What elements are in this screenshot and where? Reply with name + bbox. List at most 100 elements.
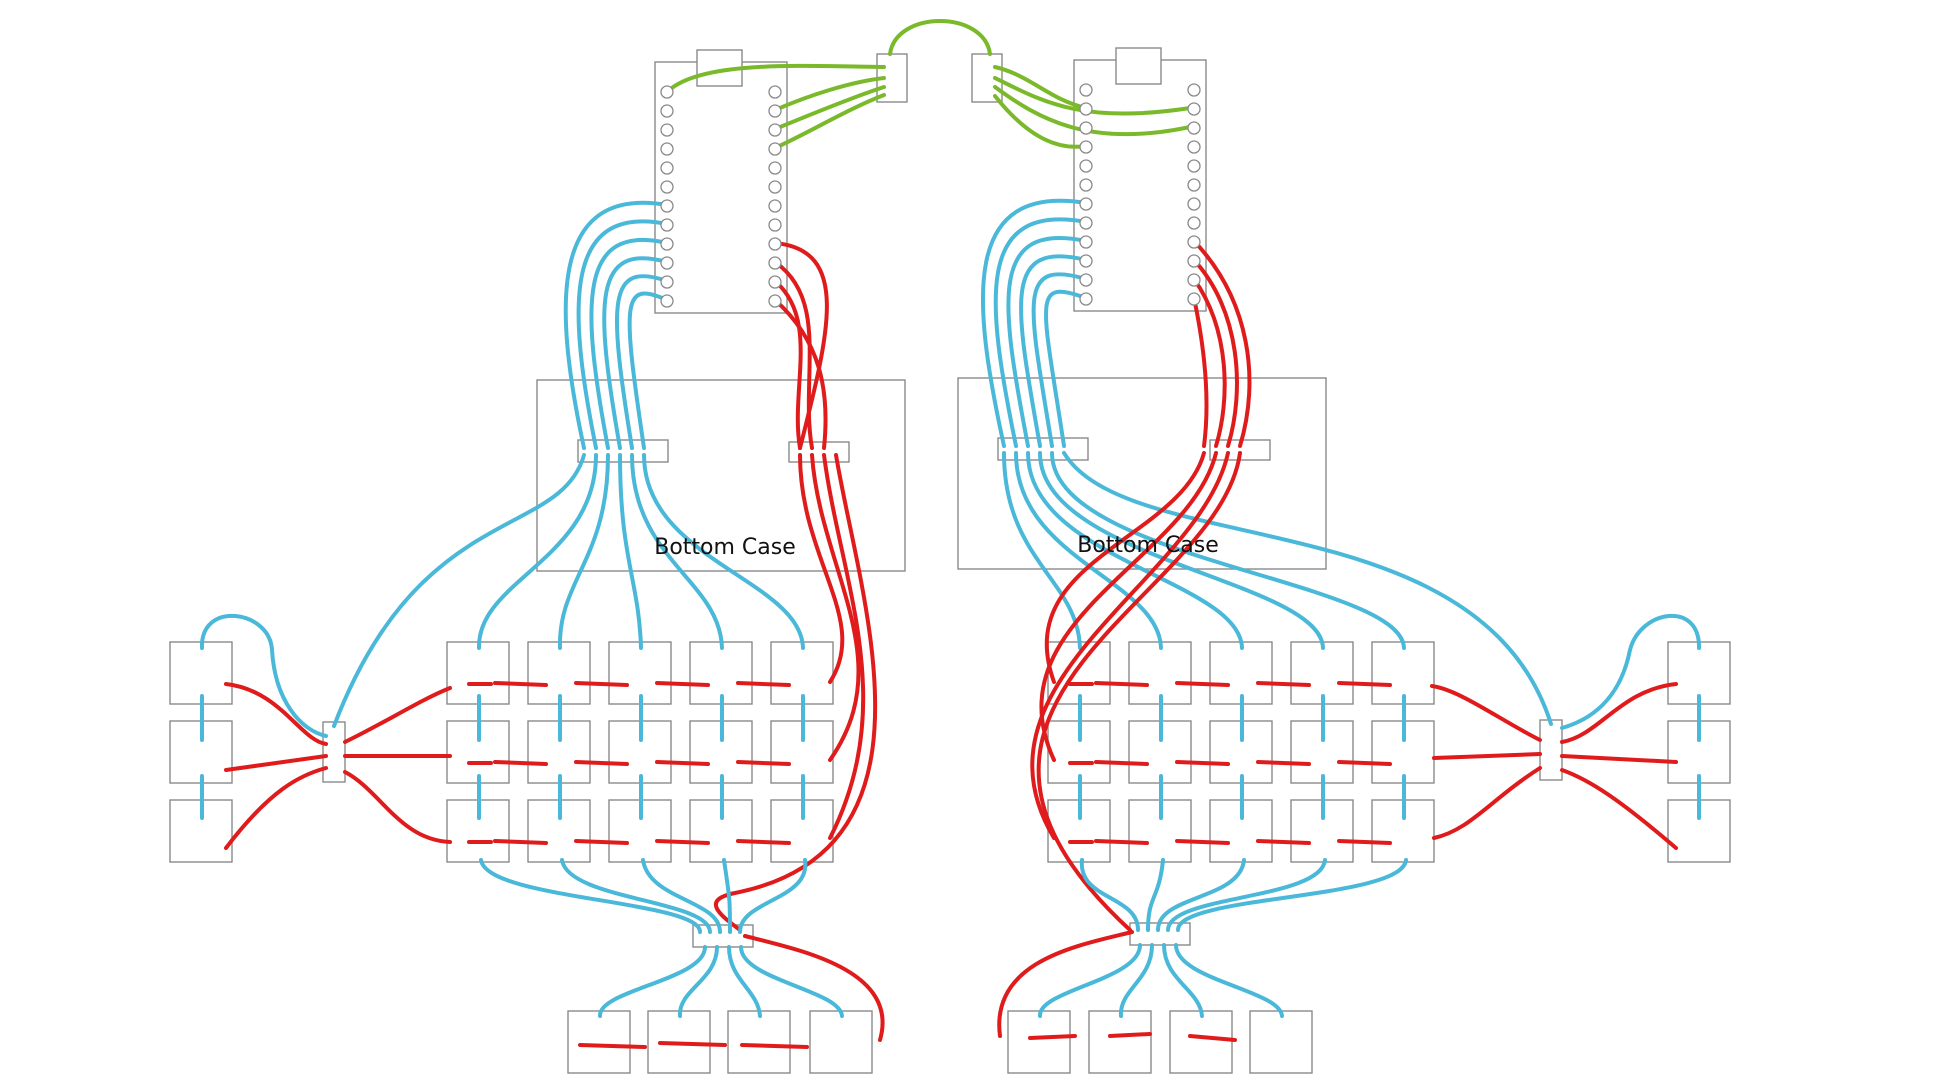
right-row-to-thumb bbox=[1036, 451, 1242, 932]
right-col-wire-5 bbox=[1044, 289, 1088, 448]
right-col-to-key-4 bbox=[1050, 451, 1406, 650]
left-pin-b2 bbox=[768, 123, 782, 137]
left-key-r0-c3 bbox=[689, 641, 753, 705]
left-pin-b4 bbox=[768, 161, 782, 175]
left-pin-a10 bbox=[660, 275, 674, 289]
right-pin-a5 bbox=[1079, 178, 1093, 192]
left-pin-b7 bbox=[768, 218, 782, 232]
left-pin-a2 bbox=[660, 123, 674, 137]
link-cable bbox=[888, 19, 992, 56]
left-col-wire-0 bbox=[563, 200, 669, 450]
right-row-2-seg-0 bbox=[1094, 839, 1149, 845]
right-outer-col-top bbox=[1560, 613, 1702, 730]
left-outer-col-top bbox=[199, 613, 328, 738]
left-thumb-row-feed bbox=[743, 934, 885, 1042]
right-hub-col-4 bbox=[1176, 858, 1408, 932]
right-col-to-hub bbox=[1062, 451, 1553, 726]
right-pin-a1 bbox=[1079, 102, 1093, 116]
left-pin-a9 bbox=[660, 256, 674, 270]
left-pin-a0 bbox=[660, 85, 674, 99]
left-pin-b8 bbox=[768, 237, 782, 251]
right-hub-col-0 bbox=[1079, 858, 1140, 932]
left-col-wire-4 bbox=[614, 274, 669, 450]
right-row-2-seg-2 bbox=[1256, 839, 1311, 845]
right-pin-b3 bbox=[1187, 140, 1201, 154]
right-row-2-seg-1 bbox=[1175, 839, 1230, 845]
right-side-hub bbox=[1539, 719, 1563, 781]
left-thumb-col-3 bbox=[739, 945, 844, 1018]
left-pin-b0 bbox=[768, 85, 782, 99]
right-pin-a2 bbox=[1079, 121, 1093, 135]
left-pin-a7 bbox=[660, 218, 674, 232]
left-row-0-seg-2 bbox=[655, 681, 710, 687]
right-col-wire-3 bbox=[1019, 254, 1088, 448]
right-row-1-seg-3 bbox=[1337, 760, 1392, 766]
left-row-0-seg-1 bbox=[574, 681, 629, 687]
right-pin-a11 bbox=[1079, 292, 1093, 306]
right-pin-b4 bbox=[1187, 159, 1201, 173]
right-row-wire-3 bbox=[1192, 296, 1209, 448]
left-col-wire-3 bbox=[602, 256, 669, 450]
right-outer-row-1 bbox=[1560, 754, 1678, 764]
left-row-to-thumb bbox=[713, 453, 878, 932]
right-thumb-col-0 bbox=[1037, 943, 1142, 1018]
right-col-to-key-3 bbox=[1038, 451, 1325, 650]
left-pin-b9 bbox=[768, 256, 782, 270]
right-pin-a9 bbox=[1079, 254, 1093, 268]
left-outer-row-1 bbox=[224, 754, 328, 772]
right-row-to-r1 bbox=[1039, 451, 1218, 762]
left-hub-col-2 bbox=[641, 858, 722, 934]
right-thumb-col-1 bbox=[1118, 943, 1154, 1018]
left-col-to-key-2 bbox=[618, 453, 643, 650]
left-hub-col-4 bbox=[738, 858, 808, 934]
left-row-1-seg-3 bbox=[736, 760, 791, 766]
left-pin-b1 bbox=[768, 104, 782, 118]
left-pin-b6 bbox=[768, 199, 782, 213]
left-col-wire-2 bbox=[589, 237, 669, 450]
left-row-2-seg-3 bbox=[736, 839, 791, 845]
right-row-to-r0 bbox=[1044, 451, 1206, 684]
right-row-wire-0 bbox=[1192, 239, 1252, 448]
left-pin-a11 bbox=[660, 294, 674, 308]
left-row-to-r2 bbox=[822, 453, 866, 840]
left-thumb-row-2 bbox=[740, 1043, 809, 1049]
right-link-wire-3 bbox=[993, 85, 1192, 137]
left-row-2-seg-2 bbox=[655, 839, 710, 845]
left-link-wire-4 bbox=[773, 93, 886, 150]
left-thumb-key-0 bbox=[567, 1010, 631, 1074]
left-col-to-hub bbox=[332, 453, 586, 728]
left-row-0-seg-3 bbox=[736, 681, 791, 687]
right-thumb-row-feed bbox=[997, 930, 1134, 1038]
right-link-wire-1 bbox=[993, 65, 1088, 110]
right-row-to-r2 bbox=[1030, 451, 1230, 840]
left-pin-a4 bbox=[660, 161, 674, 175]
right-hub-row-1 bbox=[1432, 752, 1542, 760]
left-col-to-key-3 bbox=[630, 453, 724, 650]
right-pin-b6 bbox=[1187, 197, 1201, 211]
right-pin-b10 bbox=[1187, 273, 1201, 287]
right-pin-a6 bbox=[1079, 197, 1093, 211]
right-pin-b5 bbox=[1187, 178, 1201, 192]
left-row-header bbox=[788, 441, 850, 463]
left-col-to-key-1 bbox=[557, 453, 610, 650]
left-row-1-seg-2 bbox=[655, 760, 710, 766]
right-pin-b2 bbox=[1187, 121, 1201, 135]
right-pin-b9 bbox=[1187, 254, 1201, 268]
left-link-wire-1 bbox=[665, 63, 886, 94]
left-hub-col-0 bbox=[479, 858, 702, 934]
left-pin-a6 bbox=[660, 199, 674, 213]
left-outer-row-2 bbox=[224, 766, 328, 850]
right-thumb-key-3 bbox=[1249, 1010, 1313, 1074]
right-row-0-seg-2 bbox=[1256, 681, 1311, 687]
right-thumb-key-1 bbox=[1088, 1010, 1152, 1074]
left-row-2-seg-0 bbox=[493, 839, 548, 845]
left-pin-b3 bbox=[768, 142, 782, 156]
left-thumb-key-2 bbox=[727, 1010, 791, 1074]
right-pin-a0 bbox=[1079, 83, 1093, 97]
left-pin-b5 bbox=[768, 180, 782, 194]
right-col-wire-4 bbox=[1031, 272, 1088, 448]
left-hub-col-3 bbox=[722, 858, 732, 934]
left-col-to-key-4 bbox=[642, 453, 805, 650]
